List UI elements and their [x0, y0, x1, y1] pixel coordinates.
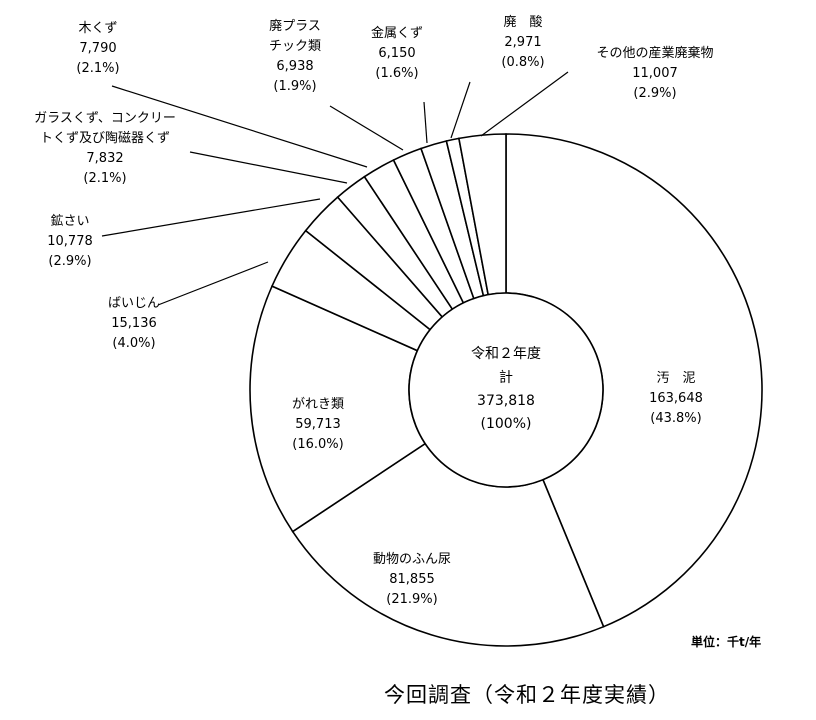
- slice-label-4-line-1: 10,778: [47, 234, 93, 249]
- leader-line-6: [111, 85, 368, 168]
- center-text-3: (100%): [481, 416, 532, 432]
- slice-label-1-line-2: (21.9%): [386, 592, 437, 607]
- slice-label-5-line-0: ガラスくず、コンクリー: [34, 111, 176, 126]
- leader-line-3: [157, 261, 269, 306]
- slice-label-9-line-1: 2,971: [504, 35, 541, 50]
- center-text-0: 令和２年度: [471, 346, 541, 362]
- leader-line-9: [450, 81, 471, 139]
- chart-caption: 今回調査（令和２年度実績）: [384, 683, 670, 707]
- slice-label-0-line-0: 汚 泥: [656, 371, 695, 386]
- slice-label-6-line-2: (2.1%): [76, 61, 119, 76]
- unit-label: 単位：千t/年: [691, 635, 762, 649]
- center-text-2: 373,818: [477, 393, 535, 409]
- leader-line-8: [423, 101, 428, 144]
- slice-label-4-line-2: (2.9%): [48, 254, 91, 269]
- slice-label-9-line-2: (0.8%): [501, 55, 544, 70]
- slice-label-2-line-2: (16.0%): [292, 437, 343, 452]
- slice-label-5-line-2: 7,832: [86, 151, 123, 166]
- slice-label-6-line-1: 7,790: [79, 41, 116, 56]
- slice-label-0-line-2: (43.8%): [650, 411, 701, 426]
- slice-label-1-line-1: 81,855: [389, 572, 435, 587]
- leader-line-5: [189, 151, 348, 184]
- leader-line-4: [101, 198, 321, 237]
- slice-label-7-line-2: 6,938: [276, 59, 313, 74]
- center-text-1: 計: [499, 370, 513, 386]
- slice-label-5-line-1: トくず及び陶磁器くず: [40, 130, 170, 146]
- slice-label-0-line-1: 163,648: [649, 391, 703, 406]
- slice-label-8-line-0: 金属くず: [371, 25, 423, 41]
- slice-label-10-line-1: 11,007: [632, 66, 678, 81]
- slice-label-9-line-0: 廃 酸: [503, 14, 542, 30]
- slice-label-7-line-3: (1.9%): [273, 79, 316, 94]
- slice-label-10-line-2: (2.9%): [633, 86, 676, 101]
- slice-label-1-line-0: 動物のふん尿: [373, 552, 451, 567]
- leader-line-7: [329, 105, 404, 151]
- slice-label-7-line-0: 廃プラス: [269, 18, 321, 34]
- slice-label-3-line-0: ばいじん: [108, 296, 160, 311]
- donut-hole: [408, 292, 604, 488]
- slice-label-7-line-1: チック類: [269, 39, 321, 54]
- slice-label-2-line-1: 59,713: [295, 417, 341, 432]
- slice-label-4-line-0: 鉱さい: [50, 213, 89, 229]
- slice-label-6-line-0: 木くず: [78, 21, 117, 36]
- slice-label-3-line-2: (4.0%): [112, 336, 155, 351]
- slice-label-3-line-1: 15,136: [111, 316, 157, 331]
- slice-label-8-line-1: 6,150: [378, 46, 415, 61]
- slice-label-8-line-2: (1.6%): [375, 66, 418, 81]
- slice-label-2-line-0: がれき類: [292, 397, 344, 412]
- slice-label-5-line-3: (2.1%): [83, 171, 126, 186]
- slice-label-10-line-0: その他の産業廃棄物: [596, 45, 713, 61]
- leader-line-10: [480, 71, 569, 137]
